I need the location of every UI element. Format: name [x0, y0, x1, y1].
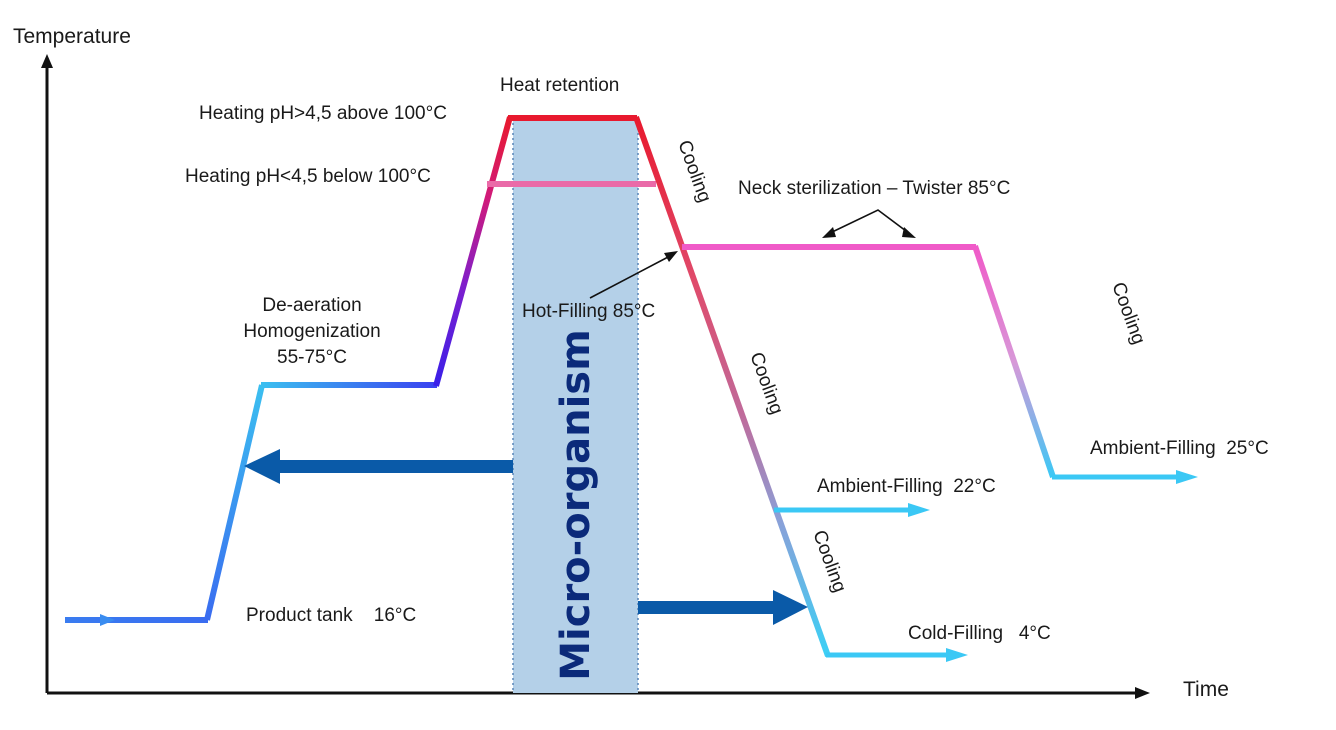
ambient-25-arrowhead	[1176, 470, 1198, 484]
micro-organism-zone	[512, 118, 639, 693]
hot-filling-pointer-head	[664, 251, 678, 262]
neck-sterilization-pointer	[827, 209, 911, 235]
micro-organism-band	[513, 118, 638, 693]
cold-filling-label: Cold-Filling 4°C	[908, 623, 1051, 644]
heating-high-label: Heating pH>4,5 above 100°C	[199, 103, 447, 124]
cold-filling-arrowhead	[946, 648, 968, 662]
cooling-label-1: Cooling	[673, 138, 715, 206]
right-arrow-shaft	[638, 601, 775, 614]
cooling-descent	[633, 115, 831, 658]
process-curves	[65, 115, 1198, 662]
transfer-arrows	[244, 449, 808, 625]
x-axis-arrowhead	[1135, 687, 1150, 699]
cooling-label-4: Cooling	[1107, 280, 1149, 348]
neck-pointer-head-left	[822, 227, 836, 238]
neck-sterilization-label: Neck sterilization – Twister 85°C	[738, 178, 1010, 199]
cooling-label-2: Cooling	[745, 350, 787, 418]
heating-rise	[433, 116, 513, 387]
heat-retention-label: Heat retention	[500, 75, 619, 96]
deaeration-label-line3: 55-75°C	[277, 347, 347, 368]
x-axis-label: Time	[1183, 678, 1229, 701]
left-arrow-head	[244, 449, 280, 484]
neck-pointer-head-right	[902, 227, 916, 238]
ambient-22-arrowhead	[908, 503, 930, 517]
neck-cooling-descent	[972, 245, 1056, 478]
heating-low-label: Heating pH<4,5 below 100°C	[185, 166, 431, 187]
product-tank-label: Product tank 16°C	[246, 605, 416, 626]
pointer-arrows	[589, 209, 916, 299]
y-axis-arrowhead	[41, 54, 53, 68]
hot-filling-pointer	[589, 255, 671, 299]
hot-filling-label: Hot-Filling 85°C	[522, 301, 655, 322]
cooling-label-3: Cooling	[808, 528, 850, 596]
ambient-25-label: Ambient-Filling 25°C	[1090, 438, 1269, 459]
deaeration-label-line1: De-aeration	[262, 295, 361, 316]
micro-organism-label: Micro-organism	[553, 329, 599, 681]
ambient-22-label: Ambient-Filling 22°C	[817, 476, 996, 497]
left-arrow-shaft	[278, 460, 513, 473]
deaeration-label-line2: Homogenization	[243, 321, 380, 342]
y-axis-label: Temperature	[13, 25, 131, 48]
right-arrow-head	[773, 590, 808, 625]
inflow-arrowhead	[100, 614, 115, 626]
tank-to-deaeration-rise	[204, 384, 265, 621]
